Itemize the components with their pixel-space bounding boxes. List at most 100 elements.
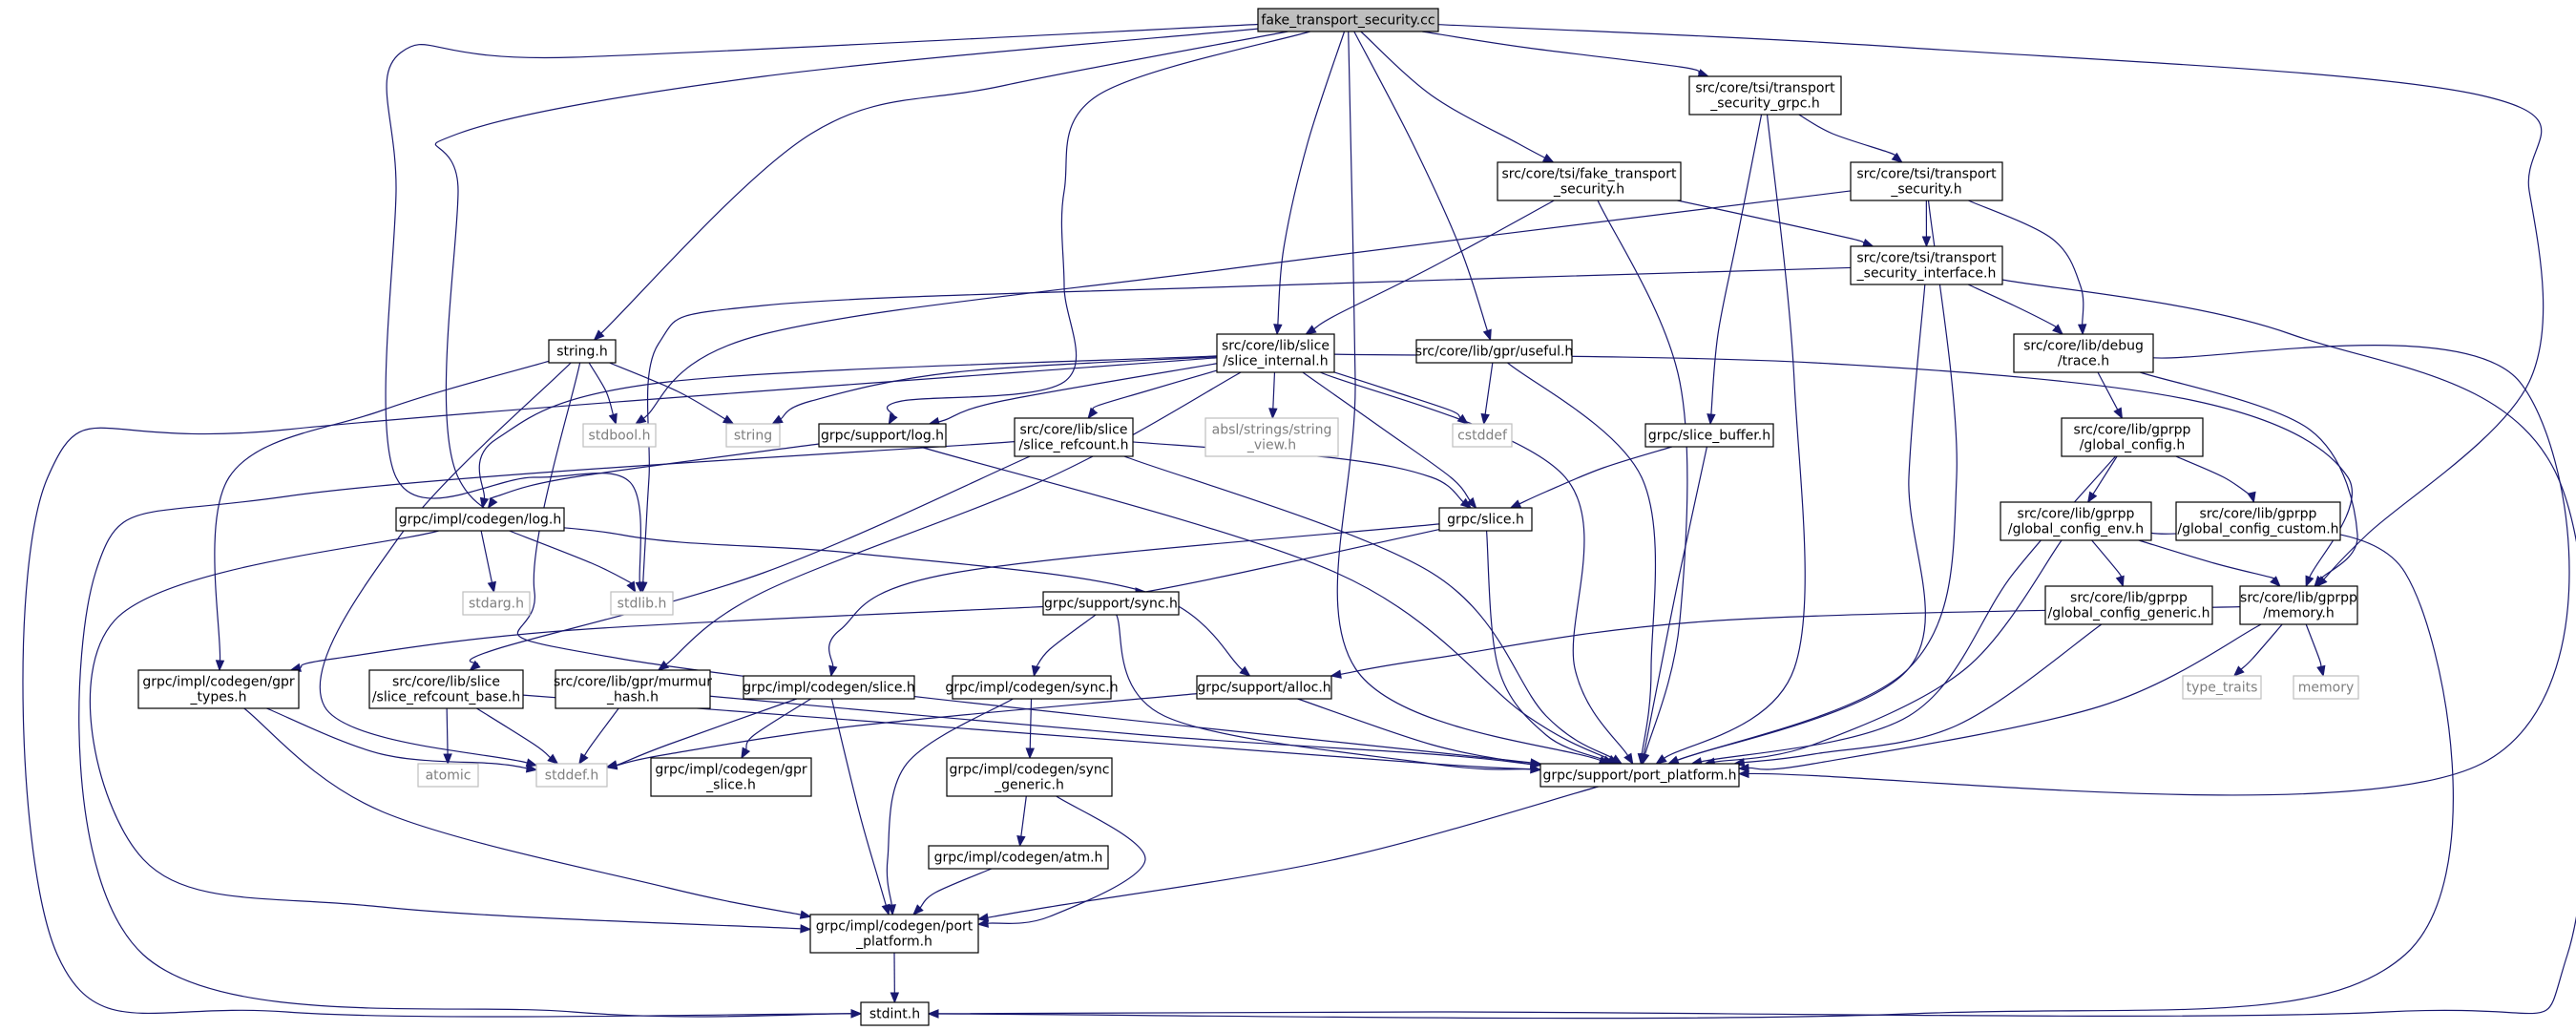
node-alloc[interactable]: grpc/support/alloc.h (1196, 675, 1332, 700)
edge-arrowhead (799, 910, 812, 919)
edge-string_h-to-string_sys (609, 362, 735, 425)
edge-tsi_ts-to-debug_trace (1968, 200, 2087, 336)
node-slice-buffer[interactable]: grpc/slice_buffer.h (1644, 423, 1774, 448)
node-label: /global_config_generic.h (2048, 606, 2210, 621)
node-port-platform[interactable]: grpc/support/port_platform.h (1539, 763, 1740, 788)
node-gc-generic[interactable]: src/core/lib/gprpp/global_config_generic… (2044, 585, 2213, 625)
node-label: /slice_internal.h (1223, 354, 1328, 369)
edge-memory_h-to-type_traits (2232, 623, 2283, 677)
node-box (137, 669, 300, 709)
node-label: grpc/support/port_platform.h (1543, 768, 1737, 784)
edge-line (1710, 114, 1763, 415)
edge-fake_ts-to-slice_internal (1305, 200, 1555, 335)
edge-string_h-to-stdbool (588, 362, 618, 426)
node-codegen-slice[interactable]: grpc/impl/codegen/slice.h (743, 675, 915, 700)
edge-main-to-tsi_grpc (1421, 31, 1710, 78)
edge-arrowhead (1737, 763, 1749, 773)
node-codegen-log[interactable]: grpc/impl/codegen/log.h (395, 507, 565, 532)
node-slice-refcount[interactable]: src/core/lib/slice/slice_refcount.h (1014, 417, 1134, 457)
edge-arrowhead (828, 664, 838, 678)
node-support-sync[interactable]: grpc/support/sync.h (1042, 591, 1180, 616)
node-string-sys: string (725, 423, 781, 448)
edge-main-to-useful (1353, 31, 1492, 342)
edge-line (642, 190, 1852, 419)
node-fake-ts[interactable]: src/core/tsi/fake_transport_security.h (1497, 161, 1682, 201)
node-memory-sys: memory (2293, 675, 2359, 700)
node-memory-h[interactable]: src/core/lib/gprpp/memory.h (2239, 585, 2358, 625)
node-debug-trace[interactable]: src/core/lib/debug/trace.h (2013, 333, 2154, 373)
node-gpr-types[interactable]: grpc/impl/codegen/gpr_types.h (137, 669, 300, 709)
edge-gpr_types-to-codegen_port (243, 707, 812, 919)
node-label: string.h (556, 345, 608, 360)
node-label: _security.h (1890, 182, 1961, 198)
edge-line (509, 530, 634, 585)
edge-main-to-port_platform (1336, 31, 1611, 765)
node-codegen-sync[interactable]: grpc/impl/codegen/sync.h (945, 675, 1119, 700)
node-label: cstddef (1457, 429, 1508, 444)
node-label: grpc/impl/codegen/sync (950, 763, 1110, 778)
node-label: atomic (426, 768, 471, 784)
edge-line (1272, 371, 1276, 410)
node-box (1257, 8, 1439, 32)
edge-gc_env-to-stdint (927, 528, 2454, 1020)
edge-line (1421, 31, 1700, 74)
edge-line (1302, 371, 1471, 501)
edge-slice_refcount-to-stdint (78, 441, 1016, 1019)
node-label: src/core/lib/gprpp (2240, 591, 2357, 606)
node-tsi-ts[interactable]: src/core/tsi/transport_security.h (1850, 161, 2003, 201)
node-gc-custom[interactable]: src/core/lib/gprpp/global_config_custom.… (2175, 501, 2341, 541)
node-tsi-grpc[interactable]: src/core/tsi/transport_security_grpc.h (1688, 75, 1842, 116)
node-atm[interactable]: grpc/impl/codegen/atm.h (928, 845, 1109, 870)
edge-arrowhead (2247, 491, 2256, 504)
node-global-config[interactable]: src/core/lib/gprpp/global_config.h (2061, 417, 2204, 457)
edge-arrowhead (881, 903, 890, 916)
node-label: stdarg.h (469, 597, 524, 612)
node-gc-env[interactable]: src/core/lib/gprpp/global_config_env.h (2000, 501, 2152, 541)
edge-arrowhead (215, 660, 225, 672)
edge-line (1967, 284, 2057, 328)
edge-line (1336, 31, 1601, 762)
edge-slice_refcount-to-port_platform (1123, 455, 1623, 765)
edge-line (1798, 114, 1896, 158)
node-label: stddef.h (545, 768, 598, 784)
node-box (725, 423, 781, 448)
edge-arrowhead (1480, 412, 1490, 426)
node-string-view: absl/strings/string_view.h (1204, 417, 1339, 457)
edge-codegen_log-to-stdlib (509, 530, 637, 594)
edge-line (1333, 371, 1461, 419)
node-useful[interactable]: src/core/lib/gpr/useful.h (1415, 339, 1574, 364)
node-murmur[interactable]: src/core/lib/gpr/murmur_hash.h (554, 669, 712, 709)
node-stdint[interactable]: stdint.h (860, 1001, 930, 1026)
edge-arrowhead (1623, 752, 1634, 766)
edge-arrowhead (1509, 499, 1522, 509)
edge-arrowhead (1921, 236, 1932, 248)
node-sync-generic[interactable]: grpc/impl/codegen/sync_generic.h (946, 757, 1113, 797)
node-box (417, 763, 479, 788)
edge-arrowhead (912, 904, 924, 915)
node-box (395, 507, 565, 532)
node-box (548, 339, 617, 364)
node-string-h[interactable]: string.h (548, 339, 617, 364)
node-box (2182, 675, 2262, 700)
node-main[interactable]: fake_transport_security.cc (1257, 8, 1439, 32)
edge-arrowhead (800, 924, 812, 934)
node-tsi-iface[interactable]: src/core/tsi/transport_security_interfac… (1850, 245, 2003, 285)
node-slice-internal[interactable]: src/core/lib/slice/slice_internal.h (1216, 333, 1335, 373)
edge-tsi_grpc-to-slice_buffer (1707, 114, 1763, 426)
edge-line (919, 446, 1610, 760)
node-slice-h[interactable]: grpc/slice.h (1438, 507, 1533, 532)
edge-global_config-to-gc_custom (2175, 455, 2256, 504)
edge-murmur-to-stddef (578, 707, 619, 766)
edge-arrowhead (1655, 754, 1667, 765)
edge-gc_env-to-port_platform (1703, 539, 2063, 767)
node-codegen-port[interactable]: grpc/impl/codegen/port_platform.h (809, 914, 979, 954)
node-gpr-slice[interactable]: grpc/impl/codegen/gpr_slice.h (650, 757, 812, 797)
node-label: fake_transport_security.cc (1261, 13, 1435, 29)
edge-gpr_types-to-stddef (266, 707, 538, 773)
edge-gc_env-to-gc_generic (2091, 539, 2125, 588)
node-support-log[interactable]: grpc/support/log.h (818, 423, 947, 448)
edge-line (600, 31, 1288, 334)
node-refcount-base[interactable]: src/core/lib/slice/slice_refcount_base.h (368, 669, 524, 709)
node-label: _types.h (190, 690, 247, 705)
